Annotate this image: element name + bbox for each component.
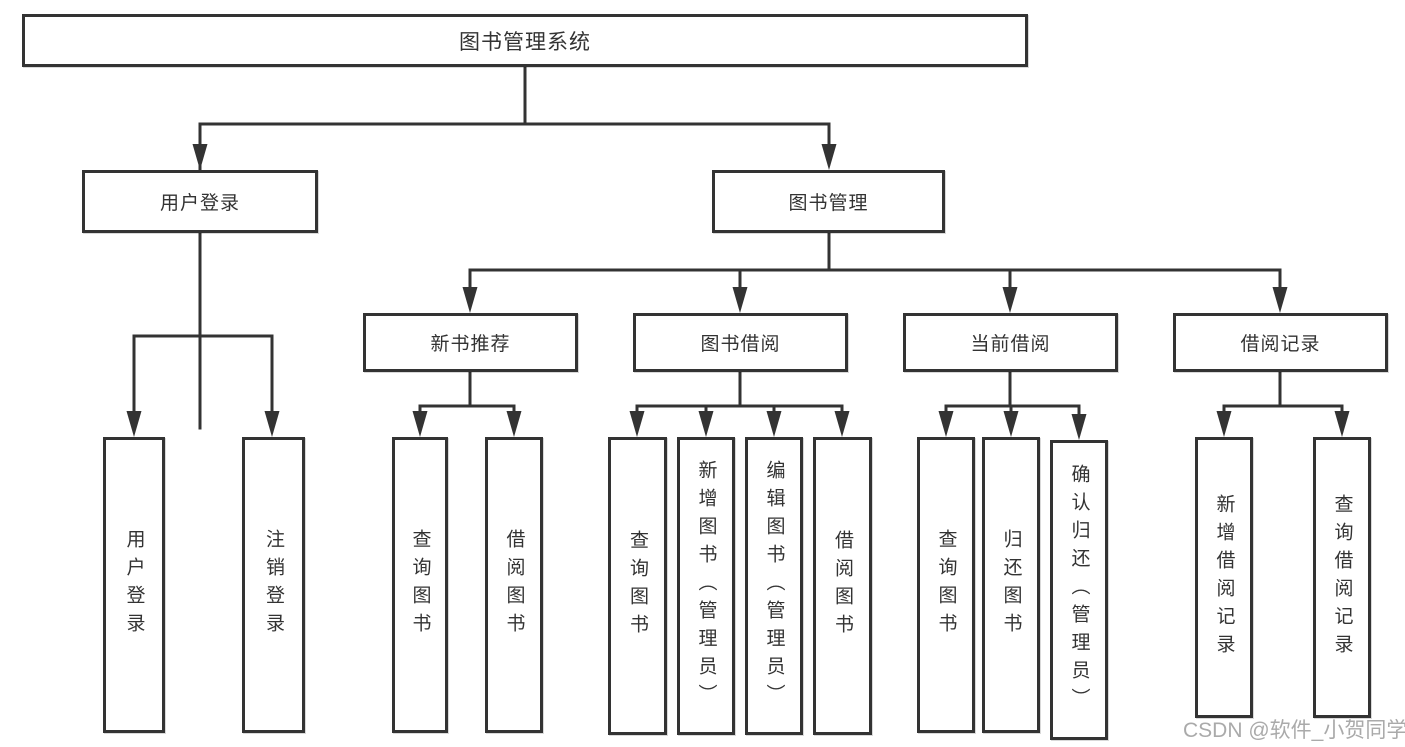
node-book-management-label: 图书管理 bbox=[788, 193, 869, 214]
node-root: 图书管理系统 bbox=[22, 14, 1028, 67]
leaf-borrowing-edit-books-label: 编辑图书（管理员） bbox=[763, 460, 785, 712]
node-borrowing-records: 借阅记录 bbox=[1173, 313, 1388, 372]
leaf-current-query-books: 查询图书 bbox=[917, 437, 975, 733]
leaf-logout: 注销登录 bbox=[242, 437, 305, 733]
node-borrowing-records-label: 借阅记录 bbox=[1240, 334, 1321, 355]
leaf-current-query-books-label: 查询图书 bbox=[935, 529, 957, 641]
leaf-borrowing-query-books: 查询图书 bbox=[608, 437, 667, 735]
leaf-recommend-query-books: 查询图书 bbox=[392, 437, 448, 733]
leaf-borrowing-query-books-label: 查询图书 bbox=[627, 530, 648, 642]
leaf-current-return-books-label: 归还图书 bbox=[1000, 529, 1022, 641]
leaf-recommend-query-books-label: 查询图书 bbox=[409, 529, 431, 641]
node-book-borrowing-label: 图书借阅 bbox=[700, 334, 781, 355]
csdn-watermark: CSDN @软件_小贺同学 bbox=[1183, 719, 1405, 742]
leaf-borrowing-edit-books: 编辑图书（管理员） bbox=[745, 437, 803, 735]
leaf-logout-label: 注销登录 bbox=[263, 529, 284, 641]
node-new-book-recommend: 新书推荐 bbox=[363, 313, 578, 372]
leaf-records-query-record-label: 查询借阅记录 bbox=[1331, 493, 1353, 662]
node-current-borrowing-label: 当前借阅 bbox=[970, 334, 1051, 355]
leaf-borrowing-borrow-books: 借阅图书 bbox=[813, 437, 872, 735]
leaf-recommend-borrow-books-label: 借阅图书 bbox=[503, 529, 525, 641]
node-root-label: 图书管理系统 bbox=[459, 30, 591, 54]
leaf-borrowing-add-books: 新增图书（管理员） bbox=[677, 437, 735, 735]
leaf-current-return-books: 归还图书 bbox=[982, 437, 1040, 733]
leaf-current-confirm-return-label: 确认归还（管理员） bbox=[1068, 464, 1090, 716]
node-user-login-label: 用户登录 bbox=[159, 193, 240, 214]
leaf-borrowing-add-books-label: 新增图书（管理员） bbox=[695, 460, 717, 712]
leaf-recommend-borrow-books: 借阅图书 bbox=[485, 437, 543, 733]
node-book-borrowing: 图书借阅 bbox=[633, 313, 848, 372]
leaf-user-login-label: 用户登录 bbox=[123, 529, 145, 641]
leaf-current-confirm-return: 确认归还（管理员） bbox=[1050, 440, 1108, 740]
node-current-borrowing: 当前借阅 bbox=[903, 313, 1118, 372]
leaf-records-add-record: 新增借阅记录 bbox=[1195, 437, 1253, 718]
node-new-book-recommend-label: 新书推荐 bbox=[430, 334, 511, 355]
leaf-records-add-record-label: 新增借阅记录 bbox=[1213, 493, 1235, 662]
node-user-login: 用户登录 bbox=[82, 170, 318, 233]
leaf-user-login: 用户登录 bbox=[103, 437, 165, 733]
leaf-borrowing-borrow-books-label: 借阅图书 bbox=[832, 530, 853, 642]
leaf-records-query-record: 查询借阅记录 bbox=[1313, 437, 1371, 718]
node-book-management: 图书管理 bbox=[712, 170, 945, 233]
